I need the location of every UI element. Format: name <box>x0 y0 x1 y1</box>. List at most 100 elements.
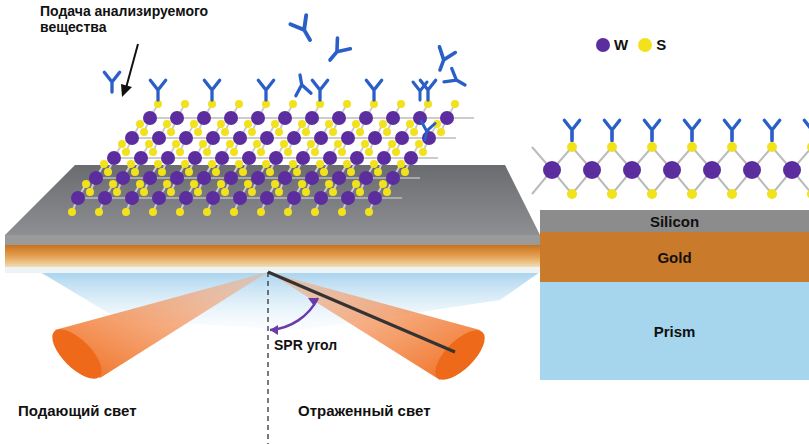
s-atom <box>109 180 117 188</box>
incident-beam-end <box>44 321 109 386</box>
w-atom <box>377 151 391 165</box>
w-atom <box>583 161 601 179</box>
antibody-shape <box>644 120 659 140</box>
w-atom <box>305 111 319 125</box>
s-atom <box>329 188 337 196</box>
s-atom <box>370 160 378 168</box>
w-atom <box>386 111 400 125</box>
s-atom <box>158 168 166 176</box>
antibody-shape <box>324 38 351 65</box>
s-atom <box>230 148 238 156</box>
s-atom <box>248 128 256 136</box>
w-atom <box>623 161 641 179</box>
s-atom <box>415 140 423 148</box>
w-atom <box>125 191 139 205</box>
w-atom <box>233 131 247 145</box>
antibody-shape <box>290 15 317 44</box>
s-atom <box>406 120 414 128</box>
legend-text: W <box>614 36 628 53</box>
s-atom <box>221 188 229 196</box>
s-atom <box>176 148 184 156</box>
s-atom <box>113 188 121 196</box>
antibody <box>366 80 381 100</box>
s-atom <box>401 168 409 176</box>
s-atom <box>176 208 184 216</box>
antibody <box>204 80 219 100</box>
s-atom <box>248 188 256 196</box>
s-atom <box>298 120 306 128</box>
reflected-beam-end <box>427 322 492 387</box>
antibody-shape <box>604 120 619 140</box>
antibody-shape <box>804 120 809 140</box>
s-atom <box>104 168 112 176</box>
w-atom <box>89 171 103 185</box>
s-atom <box>257 148 265 156</box>
silicon-layer <box>5 235 540 245</box>
w-atom <box>314 131 328 145</box>
reflected-light-label: Отраженный свет <box>298 402 430 419</box>
antibody <box>104 72 119 92</box>
s-atom <box>647 189 657 199</box>
s-atom <box>343 160 351 168</box>
s-atom <box>226 140 234 148</box>
s-atom <box>172 140 180 148</box>
prism-band: Prism <box>540 282 809 380</box>
s-atom <box>767 142 777 152</box>
arc-head <box>308 298 318 306</box>
s-atom <box>275 188 283 196</box>
antibody-shape <box>292 74 311 96</box>
w-atom <box>359 111 373 125</box>
antibody <box>312 80 327 100</box>
w-atom <box>663 161 681 179</box>
angle-arc <box>270 298 318 330</box>
s-atom <box>325 120 333 128</box>
s-atom <box>687 189 697 199</box>
s-atom <box>190 180 198 188</box>
w-atom <box>269 151 283 165</box>
arc-head <box>270 325 278 335</box>
w-atom <box>197 171 211 185</box>
s-atom <box>352 120 360 128</box>
antibody-shape <box>413 82 427 100</box>
w-atom <box>314 191 328 205</box>
w-atom <box>323 151 337 165</box>
s-atom <box>361 140 369 148</box>
legend-swatch <box>638 38 652 52</box>
antibody-shape <box>258 80 273 100</box>
s-atom <box>190 120 198 128</box>
w-atom <box>170 111 184 125</box>
s-atom <box>365 148 373 156</box>
s-atom <box>253 140 261 148</box>
s-atom <box>181 100 189 108</box>
s-atom <box>687 142 697 152</box>
w-atom <box>152 191 166 205</box>
s-atom <box>607 189 617 199</box>
antibody-shape <box>564 120 579 140</box>
w-atom <box>395 131 409 145</box>
w-atom <box>116 171 130 185</box>
s-atom <box>807 142 809 152</box>
s-atom <box>203 208 211 216</box>
w-atom <box>107 151 121 165</box>
s-atom <box>163 180 171 188</box>
antibody-shape <box>764 120 779 140</box>
s-atom <box>343 100 351 108</box>
antibody-shape <box>104 72 119 92</box>
s-atom <box>302 188 310 196</box>
s-atom <box>239 168 247 176</box>
incident-light-label: Подающий свет <box>18 402 137 419</box>
s-atom <box>284 148 292 156</box>
s-atom <box>118 140 126 148</box>
w-atom <box>543 161 561 179</box>
gold-layer <box>5 245 540 267</box>
w-atom <box>125 131 139 145</box>
w-atom <box>368 191 382 205</box>
antibody-shape <box>312 80 327 100</box>
s-atom <box>271 180 279 188</box>
legend-item: W <box>596 36 628 53</box>
w-atom <box>233 191 247 205</box>
antibody <box>150 80 165 100</box>
w-atom <box>440 111 454 125</box>
s-atom <box>284 208 292 216</box>
s-atom <box>149 208 157 216</box>
